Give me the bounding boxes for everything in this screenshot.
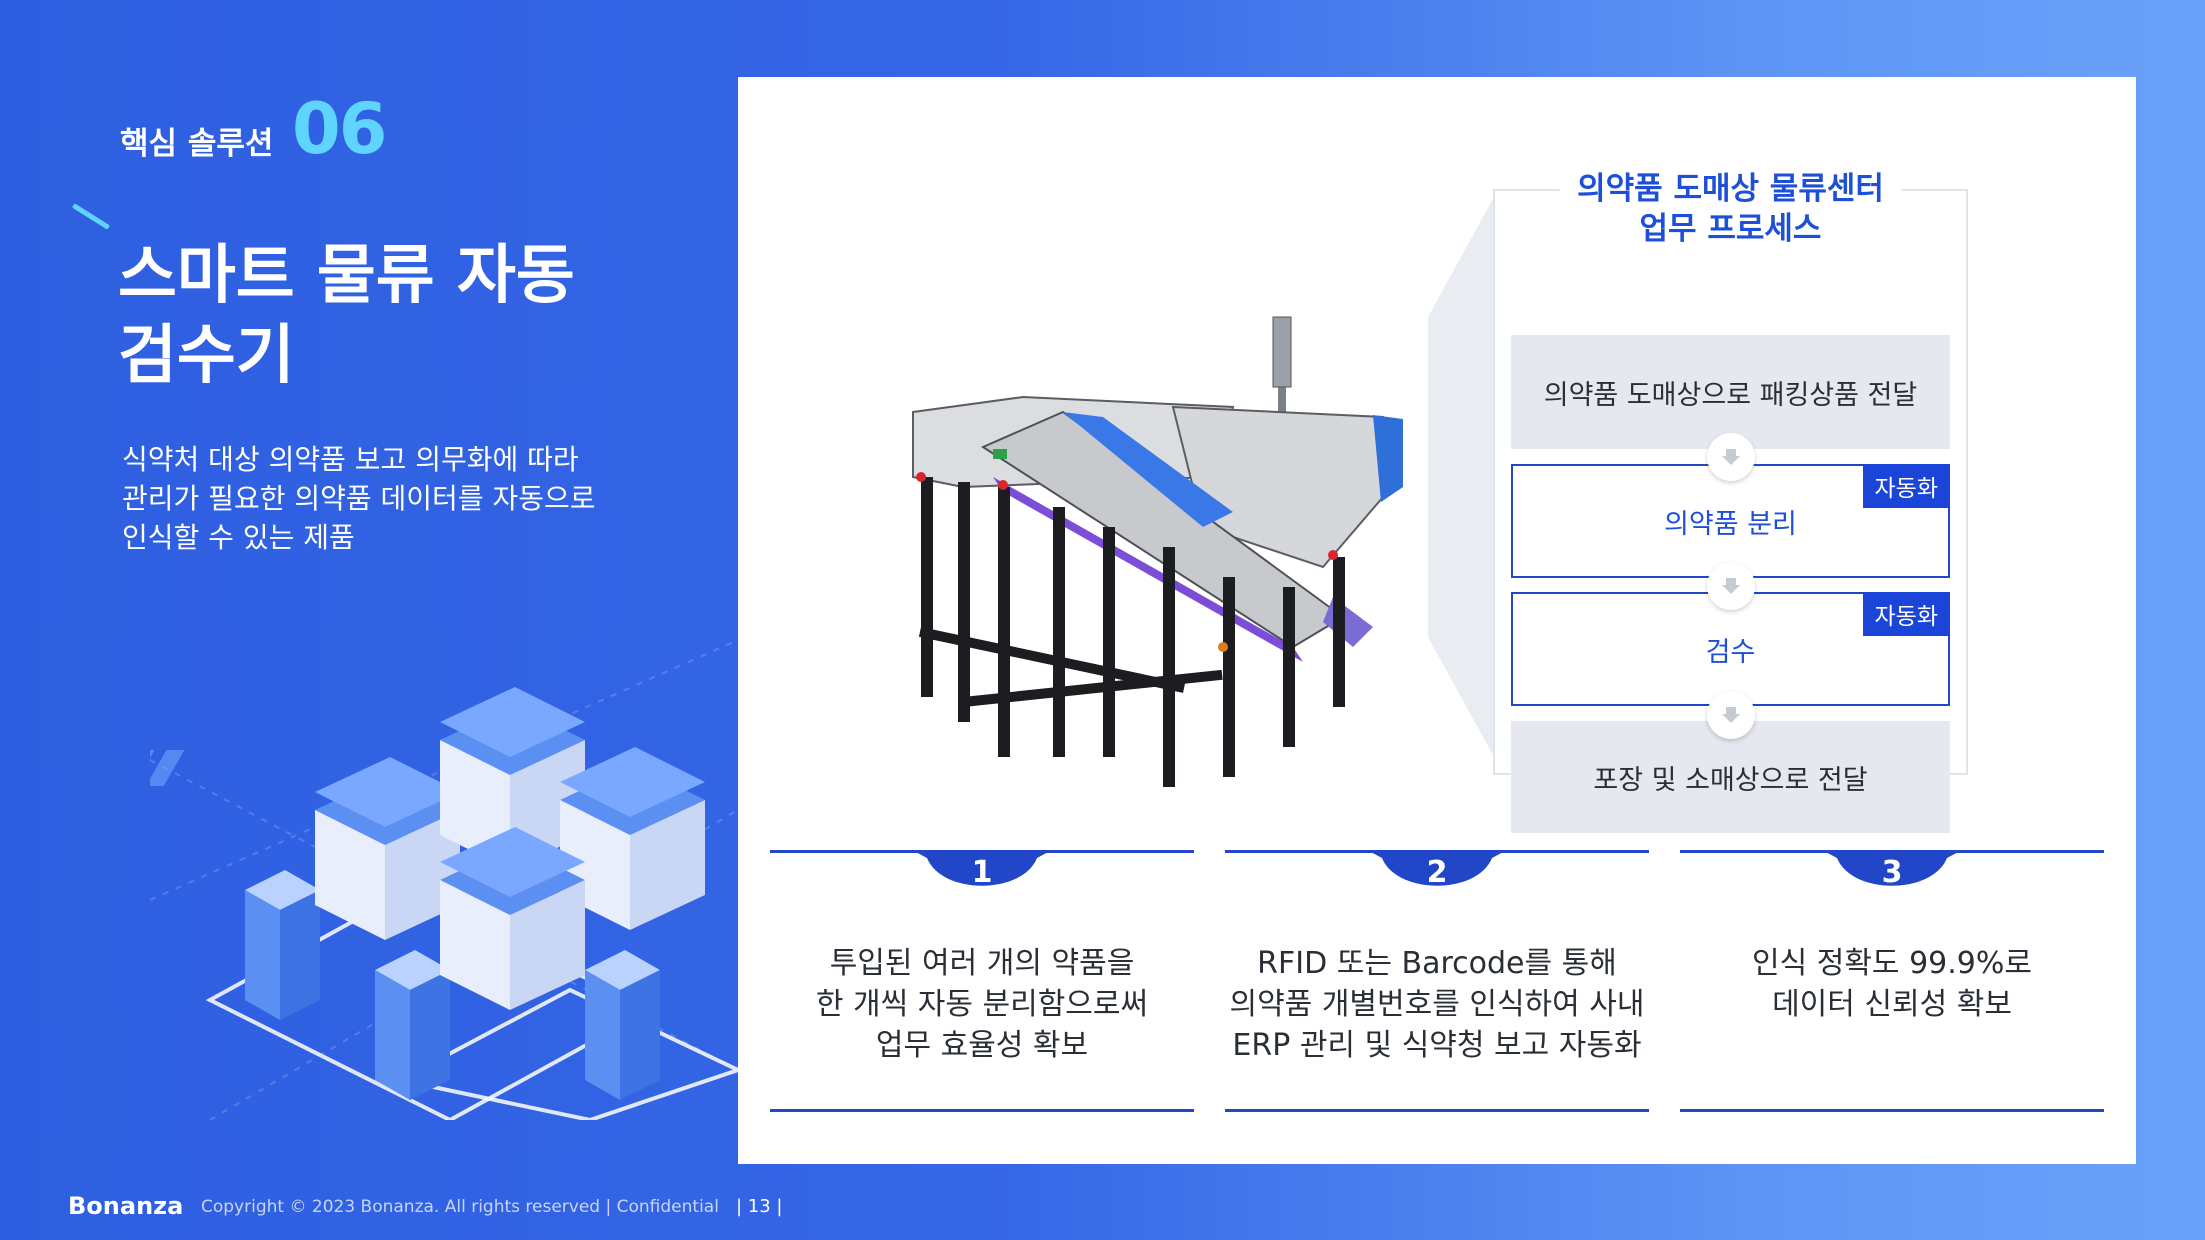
feature-text: 인식 정확도 99.9%로 데이터 신뢰성 확보 xyxy=(1680,943,2104,1025)
footer-page-number: | 13 | xyxy=(736,1196,783,1217)
footer-logo: Bonanza xyxy=(68,1192,184,1220)
section-label: 핵심 솔루션 xyxy=(120,126,274,162)
feature-1: 1 투입된 여러 개의 약품을 한 개씩 자동 분리함으로써 업무 효율성 확보 xyxy=(770,850,1194,1112)
content-card: 의약품 도매상 물류센터 업무 프로세스 의약품 도매상으로 패킹상품 전달 의… xyxy=(738,77,2136,1164)
feature-text-line: 인식 정확도 99.9%로 xyxy=(1752,946,2032,981)
process-step-4: 포장 및 소매상으로 전달 xyxy=(1511,721,1950,833)
automation-badge: 자동화 xyxy=(1862,464,1950,508)
feature-number-tab xyxy=(912,850,1052,886)
feature-bottom-line xyxy=(770,1109,1194,1112)
feature-text-line: 데이터 신뢰성 확보 xyxy=(1772,987,2012,1022)
callout-pointer xyxy=(1428,197,1494,757)
feature-text-line: ERP 관리 및 식약청 보고 자동화 xyxy=(1232,1028,1642,1063)
feature-bottom-line xyxy=(1680,1109,2104,1112)
feature-number: 3 xyxy=(1881,855,1903,890)
feature-3: 3 인식 정확도 99.9%로 데이터 신뢰성 확보 xyxy=(1680,850,2104,1112)
arrow-down-icon xyxy=(1706,562,1755,610)
feature-number: 1 xyxy=(971,855,993,890)
feature-text-line: 한 개씩 자동 분리함으로써 xyxy=(815,987,1149,1022)
footer-copyright: Copyright © 2023 Bonanza. All rights res… xyxy=(201,1197,719,1217)
process-step-label: 포장 및 소매상으로 전달 xyxy=(1593,764,1868,796)
feature-2: 2 RFID 또는 Barcode를 통해 의약품 개별번호를 인식하여 사내 … xyxy=(1225,850,1649,1112)
feature-text-line: 투입된 여러 개의 약품을 xyxy=(829,946,1135,981)
page-title-line1: 스마트 물류 자동 xyxy=(118,239,575,313)
accent-line xyxy=(71,203,111,230)
process-step-label: 의약품 분리 xyxy=(1664,508,1797,540)
page-title-line2: 검수기 xyxy=(118,319,295,393)
process-step-label: 검수 xyxy=(1705,636,1756,668)
process-title-line2: 업무 프로세스 xyxy=(1639,211,1822,247)
description-line1: 식약처 대상 의약품 보고 의무화에 따라 xyxy=(122,443,579,476)
process-step-3: 검수 자동화 xyxy=(1511,592,1950,706)
feature-text-line: 업무 효율성 확보 xyxy=(875,1028,1089,1063)
feature-bottom-line xyxy=(1225,1109,1649,1112)
feature-number-tab xyxy=(1367,850,1507,886)
arrow-down-icon xyxy=(1706,433,1755,481)
left-panel: 핵심 솔루션 06 스마트 물류 자동 검수기 식약처 대상 의약품 보고 의무… xyxy=(0,0,738,1240)
description-line2: 관리가 필요한 의약품 데이터를 자동으로 xyxy=(122,482,596,515)
page-title: 스마트 물류 자동 검수기 xyxy=(118,236,678,396)
automation-badge: 자동화 xyxy=(1862,592,1950,636)
feature-text-line: RFID 또는 Barcode를 통해 xyxy=(1257,946,1617,981)
feature-text: 투입된 여러 개의 약품을 한 개씩 자동 분리함으로써 업무 효율성 확보 xyxy=(770,943,1194,1066)
server-isometric-illustration xyxy=(150,640,738,1120)
process-step-2: 의약품 분리 자동화 xyxy=(1511,464,1950,578)
process-step-label: 의약품 도매상으로 패킹상품 전달 xyxy=(1543,379,1918,411)
process-title-line1: 의약품 도매상 물류센터 xyxy=(1577,171,1884,207)
feature-number-tab xyxy=(1822,850,1962,886)
page-description: 식약처 대상 의약품 보고 의무화에 따라 관리가 필요한 의약품 데이터를 자… xyxy=(122,440,642,557)
feature-text-line: 의약품 개별번호를 인식하여 사내 xyxy=(1229,987,1645,1022)
process-title: 의약품 도매상 물류센터 업무 프로세스 xyxy=(1559,169,1902,249)
inspection-machine-illustration xyxy=(912,316,1403,787)
section-number: 06 xyxy=(292,88,387,170)
process-flow: 의약품 도매상 물류센터 업무 프로세스 의약품 도매상으로 패킹상품 전달 의… xyxy=(1493,169,1968,833)
feature-number: 2 xyxy=(1426,855,1448,890)
feature-text: RFID 또는 Barcode를 통해 의약품 개별번호를 인식하여 사내 ER… xyxy=(1225,943,1649,1066)
process-step-1: 의약품 도매상으로 패킹상품 전달 xyxy=(1511,335,1950,449)
description-line3: 인식할 수 있는 제품 xyxy=(122,521,355,554)
arrow-down-icon xyxy=(1706,691,1755,739)
